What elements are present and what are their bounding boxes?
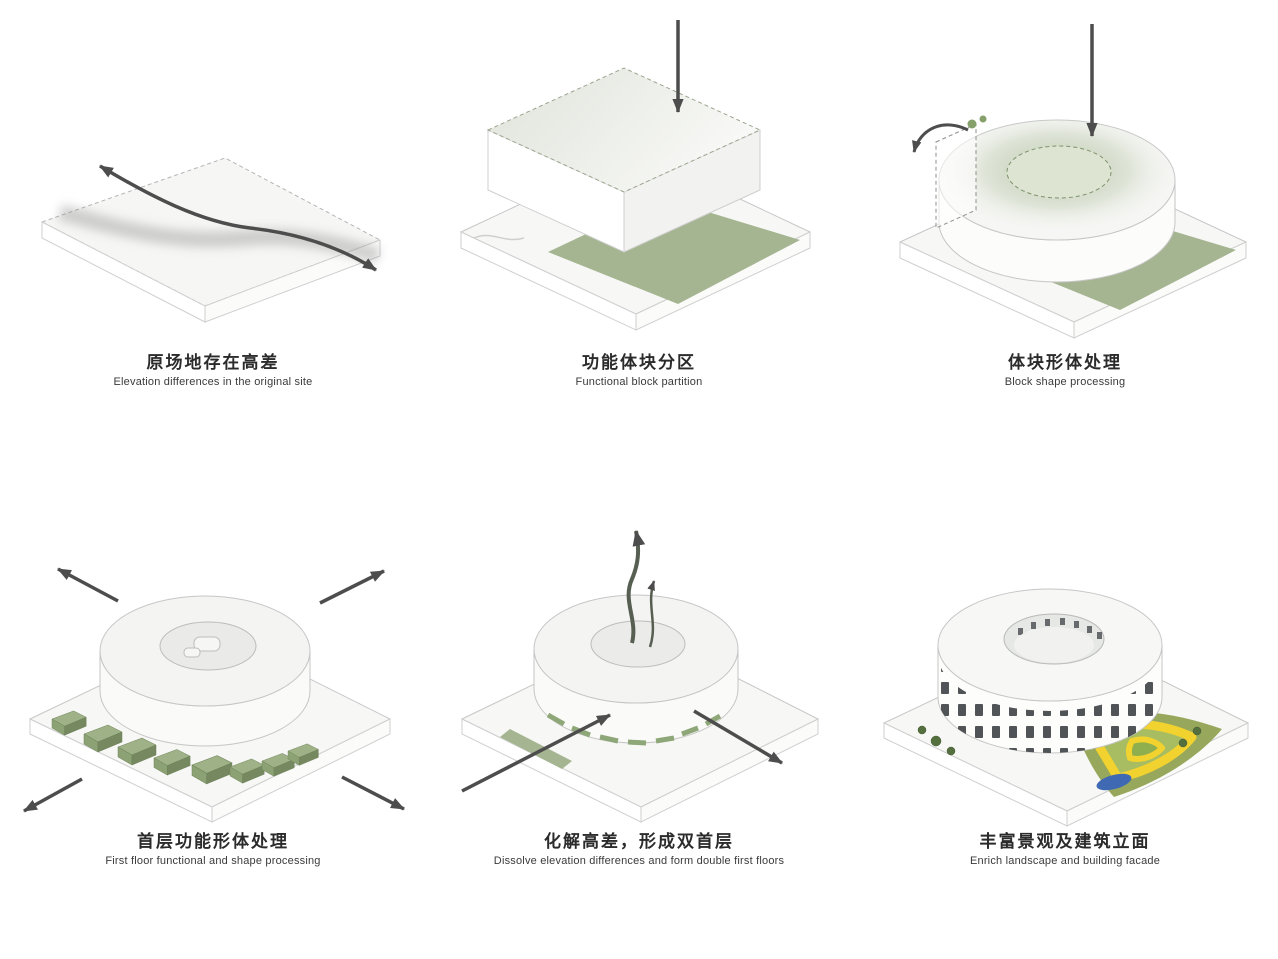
step-1-panel: 原场地存在高差 Elevation differences in the ori… bbox=[0, 0, 426, 479]
green-arcade-marks bbox=[546, 712, 722, 746]
site-slab bbox=[40, 157, 382, 323]
removed-volume-outline bbox=[935, 123, 977, 229]
step-6-panel: 丰富景观及建筑立面 Enrich landscape and building … bbox=[852, 479, 1278, 959]
step-1-title-zh: 原场地存在高差 bbox=[146, 353, 280, 372]
terrain-line bbox=[473, 234, 525, 241]
site-flow-arrow bbox=[99, 164, 377, 272]
vent-arrow-tall bbox=[626, 529, 646, 644]
upper-entry-arrow bbox=[693, 709, 783, 765]
arrow-up-right bbox=[319, 569, 385, 605]
step-2-title-en: Functional block partition bbox=[575, 376, 703, 389]
green-terrace bbox=[500, 729, 572, 769]
step-5-title-en: Dissolve elevation differences and form … bbox=[493, 855, 785, 868]
lower-entry-arrow bbox=[461, 713, 611, 793]
step-4-title-en: First floor functional and shape process… bbox=[105, 855, 321, 868]
ring-building bbox=[533, 594, 739, 744]
step-6-illustration bbox=[882, 588, 1250, 827]
arrow-up-left bbox=[57, 567, 119, 603]
step-3-panel: 体块形体处理 Block shape processing bbox=[852, 0, 1278, 479]
step-1-title-en: Elevation differences in the original si… bbox=[113, 376, 313, 389]
ring-building-final bbox=[937, 588, 1163, 754]
courtyard-floor bbox=[1014, 627, 1094, 663]
step-1-caption: 原场地存在高差 Elevation differences in the ori… bbox=[114, 352, 313, 390]
courtyard-outline bbox=[1006, 145, 1112, 199]
rounded-building-mass bbox=[938, 119, 1176, 283]
step-5-illustration bbox=[460, 529, 820, 823]
courtyard-windows bbox=[1018, 618, 1102, 639]
step-3-title-zh: 体块形体处理 bbox=[1007, 353, 1122, 372]
spread-arrows bbox=[23, 567, 405, 813]
arrow-down-right bbox=[341, 775, 405, 811]
yellow-path-inner bbox=[1125, 736, 1165, 762]
step-4-illustration bbox=[23, 567, 405, 823]
tree-icons bbox=[967, 115, 987, 129]
step-5-caption: 化解高差，形成双首层 Dissolve elevation difference… bbox=[494, 831, 784, 869]
step-2-caption: 功能体块分区 Functional block partition bbox=[576, 352, 703, 390]
step-4-panel: 首层功能形体处理 First floor functional and shap… bbox=[0, 479, 426, 959]
step-2-title-zh: 功能体块分区 bbox=[581, 353, 696, 372]
rotate-arrow bbox=[912, 123, 969, 153]
step-6-title-zh: 丰富景观及建筑立面 bbox=[979, 832, 1151, 851]
building-block bbox=[486, 67, 762, 253]
step-2-panel: 功能体块分区 Functional block partition bbox=[426, 0, 852, 479]
step-2-illustration bbox=[459, 20, 812, 331]
step-6-title-en: Enrich landscape and building facade bbox=[969, 855, 1161, 868]
step-1-illustration bbox=[40, 157, 382, 323]
courtyard bbox=[590, 620, 686, 668]
step-3-caption: 体块形体处理 Block shape processing bbox=[1005, 352, 1126, 390]
arrow-down-left bbox=[23, 777, 83, 813]
step-6-caption: 丰富景观及建筑立面 Enrich landscape and building … bbox=[970, 831, 1160, 869]
step-3-title-en: Block shape processing bbox=[1004, 376, 1126, 389]
facade-windows bbox=[938, 655, 1162, 753]
tree-icons bbox=[917, 725, 1202, 756]
step-4-caption: 首层功能形体处理 First floor functional and shap… bbox=[105, 831, 320, 869]
step-5-title-zh: 化解高差，形成双首层 bbox=[544, 832, 734, 851]
step-5-panel: 化解高差，形成双首层 Dissolve elevation difference… bbox=[426, 479, 852, 959]
vent-arrow-short bbox=[647, 580, 656, 648]
blue-pond bbox=[1096, 773, 1132, 791]
green-function-blocks bbox=[51, 710, 319, 785]
step-3-illustration bbox=[898, 24, 1248, 339]
step-4-title-zh: 首层功能形体处理 bbox=[137, 832, 289, 851]
ring-building bbox=[99, 595, 311, 747]
